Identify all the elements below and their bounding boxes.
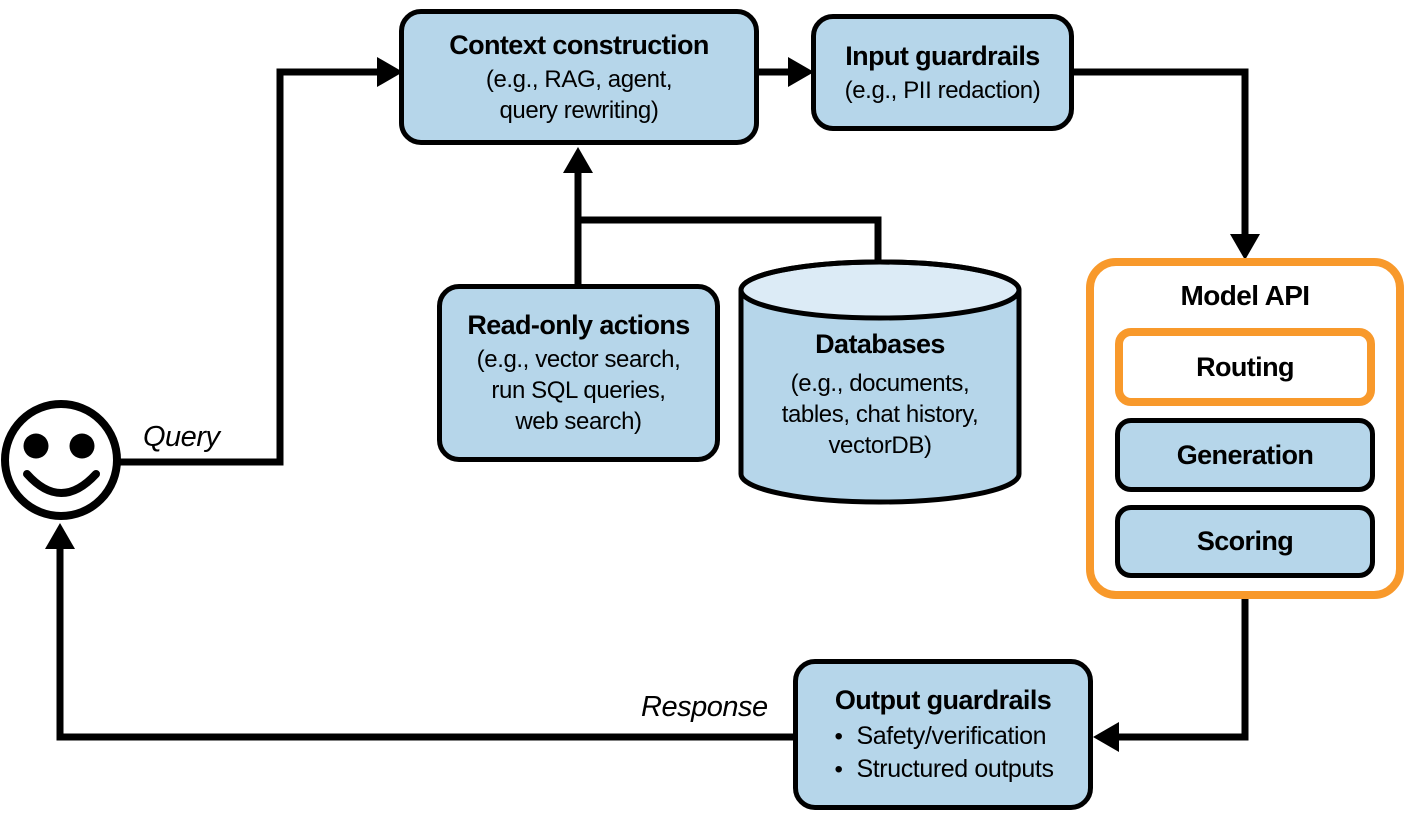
generation-node: Generation [1115,418,1375,492]
output-guardrails-bullet: Structured outputs [832,753,1053,786]
scoring-node: Scoring [1115,505,1375,578]
context-construction-title: Context construction [449,29,709,60]
read-only-actions-node: Read-only actions (e.g., vector search, … [437,284,720,462]
readonly-to-context-arrowhead-icon [563,147,593,173]
model-to-output-arrowhead-icon [1093,722,1119,752]
routing-node: Routing [1115,328,1375,406]
input-guardrails-title: Input guardrails [845,40,1040,71]
read-only-actions-title: Read-only actions [467,310,690,340]
input-guardrails-node: Input guardrails (e.g., PII redaction) [811,14,1074,131]
databases-subtitle: (e.g., documents, tables, chat history, … [781,370,979,459]
model-api-group: Model API Routing Generation Scoring [1086,258,1404,599]
response-label: Response [641,691,768,723]
context-construction-node: Context construction (e.g., RAG, agent, … [399,9,759,145]
input-to-model-arrowhead-icon [1230,234,1260,260]
query-label: Query [143,421,220,453]
model-api-title: Model API [1180,280,1311,311]
model-to-output-connector [1115,598,1249,741]
output-guardrails-title: Output guardrails [834,684,1052,715]
databases-node: Databases (e.g., documents, tables, chat… [740,312,1020,477]
read-only-actions-subtitle: (e.g., vector search, run SQL queries, w… [476,346,681,435]
output-guardrails-node: Output guardrails Safety/verification St… [793,659,1093,810]
databases-branch-connector [578,216,882,272]
context-construction-subtitle: (e.g., RAG, agent, query rewriting) [485,65,673,124]
input-guardrails-subtitle: (e.g., PII redaction) [844,76,1041,104]
databases-title: Databases [815,329,945,359]
query-connector [118,68,380,466]
output-guardrails-bullet: Safety/verification [832,720,1053,753]
input-to-model-connector [1073,68,1249,238]
response-arrowhead-icon [45,523,75,549]
output-guardrails-bullet-list: Safety/verification Structured outputs [832,720,1053,786]
user-smiley-icon [1,400,121,520]
